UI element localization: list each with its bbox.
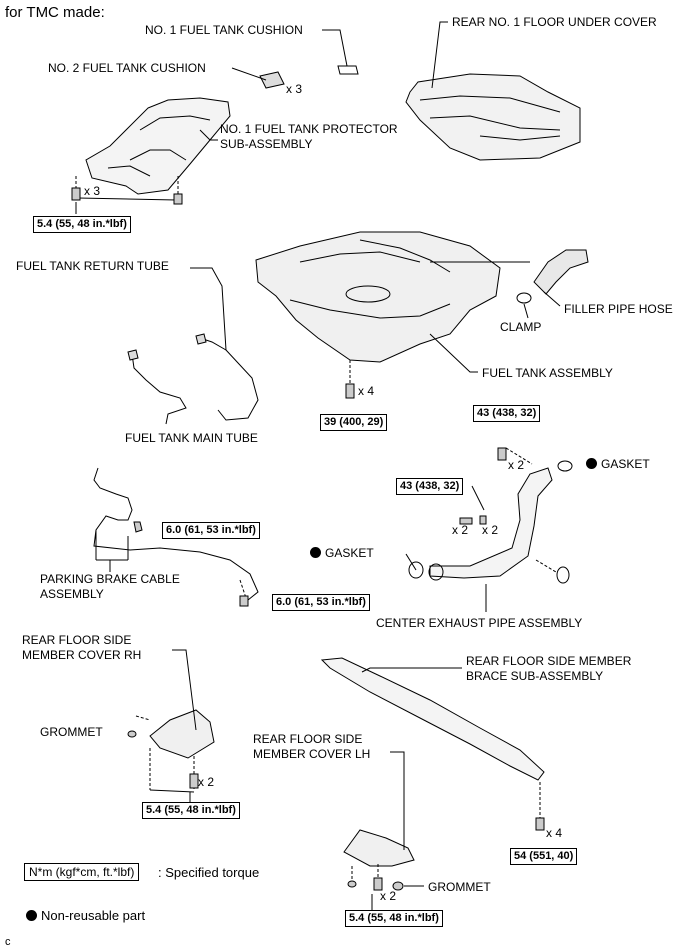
label-lh-cover-line2: MEMBER COVER LH <box>253 747 371 761</box>
label-protector-line1: NO. 1 FUEL TANK PROTECTOR <box>220 122 398 136</box>
center-exhaust-pipe <box>429 467 553 579</box>
member-cover-rh <box>149 709 215 759</box>
nonreusable-dot <box>586 458 597 469</box>
label-no2-cushion: NO. 2 FUEL TANK CUSHION <box>48 61 206 75</box>
label-no1-cushion: NO. 1 FUEL TANK CUSHION <box>145 23 303 37</box>
nonreusable-dot <box>310 547 321 558</box>
mult-tank: x 4 <box>358 384 375 398</box>
legend-nonreusable-text: Non-reusable part <box>41 908 146 923</box>
label-grommet-rh: GROMMET <box>40 725 103 739</box>
nonreusable-dot <box>26 910 37 921</box>
label-fuel-tank: FUEL TANK ASSEMBLY <box>482 366 613 380</box>
label-rh-cover-line2: MEMBER COVER RH <box>22 648 142 662</box>
torque-rh: 5.4 (55, 48 in.*lbf) <box>142 802 240 819</box>
no2-cushion <box>259 71 285 89</box>
label-parking-line2: ASSEMBLY <box>40 587 104 601</box>
torque-exhaust-top: 43 (438, 32) <box>473 405 541 422</box>
gasket-left-text: GASKET <box>325 546 374 560</box>
mult-exhaust-a: x 2 <box>452 523 469 537</box>
torque-parking-lower: 6.0 (61, 53 in.*lbf) <box>272 594 370 611</box>
mult-exhaust-top: x 2 <box>508 458 525 472</box>
diagram-header: for TMC made: <box>5 4 105 21</box>
label-main-tube: FUEL TANK MAIN TUBE <box>125 431 258 445</box>
label-lh-cover-line1: REAR FLOOR SIDE <box>253 732 363 746</box>
label-grommet-lh: GROMMET <box>428 880 491 894</box>
no1-cushion <box>337 65 359 75</box>
footer-code: c <box>5 936 11 948</box>
label-parking-line1: PARKING BRAKE CABLE <box>40 572 180 586</box>
label-protector-line2: SUB-ASSEMBLY <box>220 137 313 151</box>
label-filler-hose: FILLER PIPE HOSE <box>564 302 673 316</box>
legend-torque-box: N*m (kgf*cm, ft.*lbf) <box>24 863 140 881</box>
mult-protector: x 3 <box>84 184 101 198</box>
label-brace-line2: BRACE SUB-ASSEMBLY <box>466 669 604 683</box>
torque-protector: 5.4 (55, 48 in.*lbf) <box>33 216 131 233</box>
filler-pipe-hose <box>533 249 589 295</box>
parking-brake-cable <box>93 467 259 601</box>
gasket-right-text: GASKET <box>601 457 650 471</box>
mult-rh: x 2 <box>198 775 215 789</box>
mult-lh: x 2 <box>380 889 397 903</box>
label-center-pipe: CENTER EXHAUST PIPE ASSEMBLY <box>376 616 583 630</box>
mult-exhaust-b: x 2 <box>482 523 499 537</box>
clamp <box>516 292 532 304</box>
torque-exhaust-mid: 43 (438, 32) <box>396 478 464 495</box>
label-clamp: CLAMP <box>500 320 542 334</box>
torque-lh: 5.4 (55, 48 in.*lbf) <box>345 910 443 927</box>
torque-tank: 39 (400, 29) <box>320 414 388 431</box>
label-gasket-right: GASKET <box>586 457 650 471</box>
fuel-tank <box>255 231 501 363</box>
label-return-tube: FUEL TANK RETURN TUBE <box>16 259 169 273</box>
torque-brace: 54 (551, 40) <box>510 848 578 865</box>
label-rh-cover-line1: REAR FLOOR SIDE <box>22 633 132 647</box>
mult-brace: x 4 <box>546 826 563 840</box>
mult-cushion: x 3 <box>286 82 303 96</box>
legend-nonreusable: Non-reusable part <box>26 908 145 923</box>
label-gasket-left: GASKET <box>310 546 374 560</box>
torque-parking-upper: 6.0 (61, 53 in.*lbf) <box>162 522 260 539</box>
label-brace-line1: REAR FLOOR SIDE MEMBER <box>466 654 632 668</box>
member-cover-lh <box>343 829 415 867</box>
member-brace <box>320 657 545 781</box>
legend-torque-text: : Specified torque <box>158 865 260 880</box>
label-rear-floor-cover: REAR NO. 1 FLOOR UNDER COVER <box>452 15 657 29</box>
fuel-tank-protector <box>85 97 231 195</box>
